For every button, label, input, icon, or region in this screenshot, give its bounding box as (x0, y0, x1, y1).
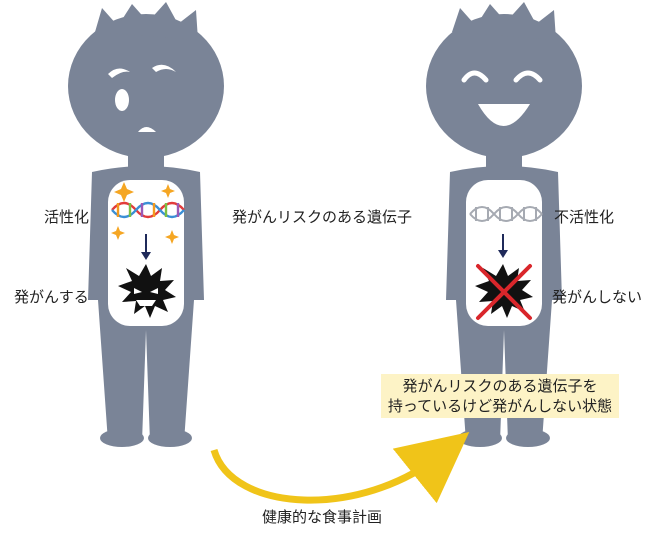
label-risk-gene: 発がんリスクのある遺伝子 (232, 208, 413, 226)
label-activated: 活性化 (44, 208, 90, 226)
cross-out-icon (476, 264, 532, 320)
label-inactivated: 不活性化 (554, 208, 615, 226)
label-diet-plan: 健康的な食事計画 (262, 508, 383, 526)
label-develops-cancer: 発がんする (14, 288, 89, 306)
down-arrow-icon-right (498, 234, 508, 258)
smiling-face-icon (461, 70, 543, 126)
down-arrow-icon (141, 234, 151, 260)
callout-box: 発がんリスクのある遺伝子を 持っているけど発がんしない状態 (381, 374, 619, 418)
cancer-cell-icon (118, 264, 176, 318)
transition-arrow (210, 432, 470, 504)
inactive-dna-icon (469, 206, 543, 222)
worried-face-icon (108, 64, 176, 132)
sparkle-icon (111, 182, 179, 244)
callout-line-2: 持っているけど発がんしない状態 (387, 397, 613, 415)
callout-line-1: 発がんリスクのある遺伝子を (402, 377, 598, 395)
active-dna-icon (111, 201, 185, 219)
label-no-cancer: 発がんしない (552, 288, 643, 306)
